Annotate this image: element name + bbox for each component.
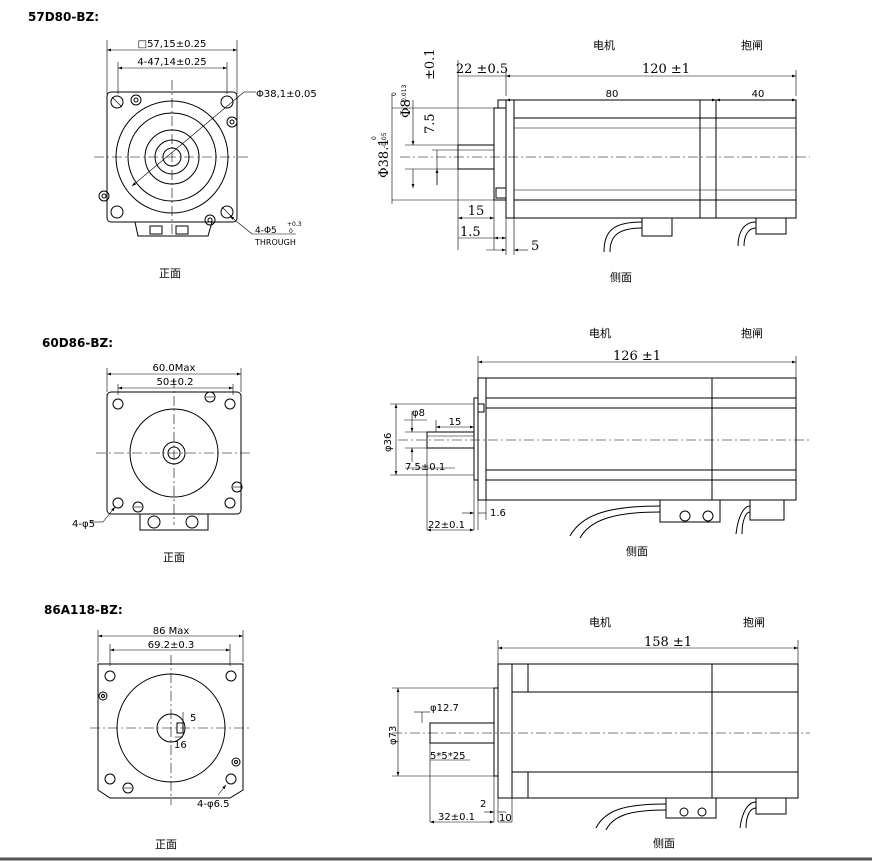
front-caption: 正面	[159, 267, 181, 280]
front-caption: 正面	[155, 838, 177, 851]
svg-text:0: 0	[371, 136, 378, 140]
dim-shaft-length: 22 ±0.5	[456, 62, 508, 77]
side-caption: 侧面	[653, 837, 675, 850]
model-title: 60D86-BZ:	[42, 336, 113, 350]
dim-pilot-thk: 2	[480, 799, 486, 810]
model-60d86: 60D86-BZ: 60.0Max 50±0.2	[42, 326, 810, 564]
dim-total-length: 126 ±1	[613, 349, 661, 364]
dim-holes-pitch: 69.2±0.3	[148, 640, 195, 651]
front-view: 60.0Max 50±0.2 4-φ5 正面	[72, 363, 252, 564]
dim-shaft-length: 22±0.1	[428, 520, 465, 531]
front-caption: 正面	[163, 551, 185, 564]
dim-flat: 7.5±0.1	[405, 462, 445, 473]
dim-flat-tol: ±0.1	[423, 48, 438, 80]
model-title: 86A118-BZ:	[44, 603, 123, 617]
motor-flange	[97, 663, 244, 799]
dim-holes-pitch: 4-47,14±0.25	[137, 57, 206, 68]
dim-key-width: 5	[190, 713, 196, 724]
dim-flat-length: 15	[449, 417, 462, 428]
motor-label: 电机	[589, 326, 611, 340]
svg-text:-0.05: -0.05	[381, 132, 388, 148]
dim-pilot-dia: φ36	[383, 433, 394, 452]
dim-brake-length: 40	[752, 89, 765, 100]
dim-square: □57,15±0.25	[138, 39, 207, 50]
front-view: 86 Max 69.2±0.3 5 16 4-φ6.5 正面	[90, 626, 252, 851]
dim-shaft-dia: Φ8	[399, 99, 414, 118]
dim-flange-thk: 10	[499, 813, 512, 824]
model-title: 57D80-BZ:	[28, 10, 99, 24]
svg-text:+0.3: +0.3	[287, 221, 302, 228]
side-caption: 侧面	[610, 271, 632, 284]
svg-text:0: 0	[391, 92, 398, 96]
dim-shaft-dia: φ12.7	[430, 703, 459, 714]
dim-holes: 4-φ5	[72, 519, 95, 530]
dim-pilot-dia: φ73	[388, 726, 399, 745]
dim-motor-length: 80	[606, 89, 619, 100]
dim-flat: 7.5	[423, 113, 438, 134]
model-57d80: 57D80-BZ: □57,15±0.25 4-47,14±0.25	[28, 10, 810, 284]
through-label: THROUGH	[254, 238, 296, 247]
brake-label: 抱闸	[743, 615, 765, 629]
side-view: 电机 抱闸 158 ±1 φ12.7 φ73 5*5	[388, 615, 810, 850]
dim-pilot-thk: 1.5	[460, 225, 481, 240]
dim-overall: 60.0Max	[153, 363, 196, 374]
dim-shaft-length: 32±0.1	[438, 812, 475, 823]
model-86a118: 86A118-BZ: 86 Max 69.2±0.3 5	[44, 603, 810, 851]
side-view: 电机 抱闸 126 ±1 φ8 15	[383, 326, 810, 558]
dim-total-length: 158 ±1	[644, 635, 692, 650]
dim-pilot-dia: Φ38.1	[377, 138, 392, 178]
motor-label: 电机	[589, 615, 611, 629]
motor-body	[497, 663, 799, 799]
dim-holes-pitch: 50±0.2	[156, 377, 193, 388]
dim-holes: 4-φ6.5	[197, 799, 229, 810]
side-caption: 侧面	[626, 545, 648, 558]
dim-flat-length: 15	[468, 204, 485, 219]
dim-overall: 86 Max	[153, 626, 190, 637]
dim-key: 5*5*25	[430, 751, 465, 762]
dim-pilot: Φ38,1±0.05	[256, 89, 317, 100]
svg-text:-0.013: -0.013	[401, 84, 408, 104]
dim-pilot-thk: 1.6	[490, 508, 506, 519]
motor-label: 电机	[593, 38, 615, 52]
dim-key-length: 16	[174, 740, 187, 751]
dim-holes: 4-Φ5	[255, 226, 277, 236]
svg-text:0: 0	[289, 228, 293, 235]
brake-label: 抱闸	[741, 38, 763, 52]
side-view: 电机 抱闸 120 ±1 22 ±0.5 80 40	[371, 38, 810, 284]
brake-label: 抱闸	[741, 326, 763, 340]
dim-shaft-dia: φ8	[412, 408, 425, 419]
front-view: □57,15±0.25 4-47,14±0.25 Φ38,1±0.05	[94, 39, 317, 280]
dim-total-length: 120 ±1	[642, 62, 690, 77]
dim-flange-thk: 5	[531, 239, 539, 254]
motor-body	[477, 377, 797, 501]
